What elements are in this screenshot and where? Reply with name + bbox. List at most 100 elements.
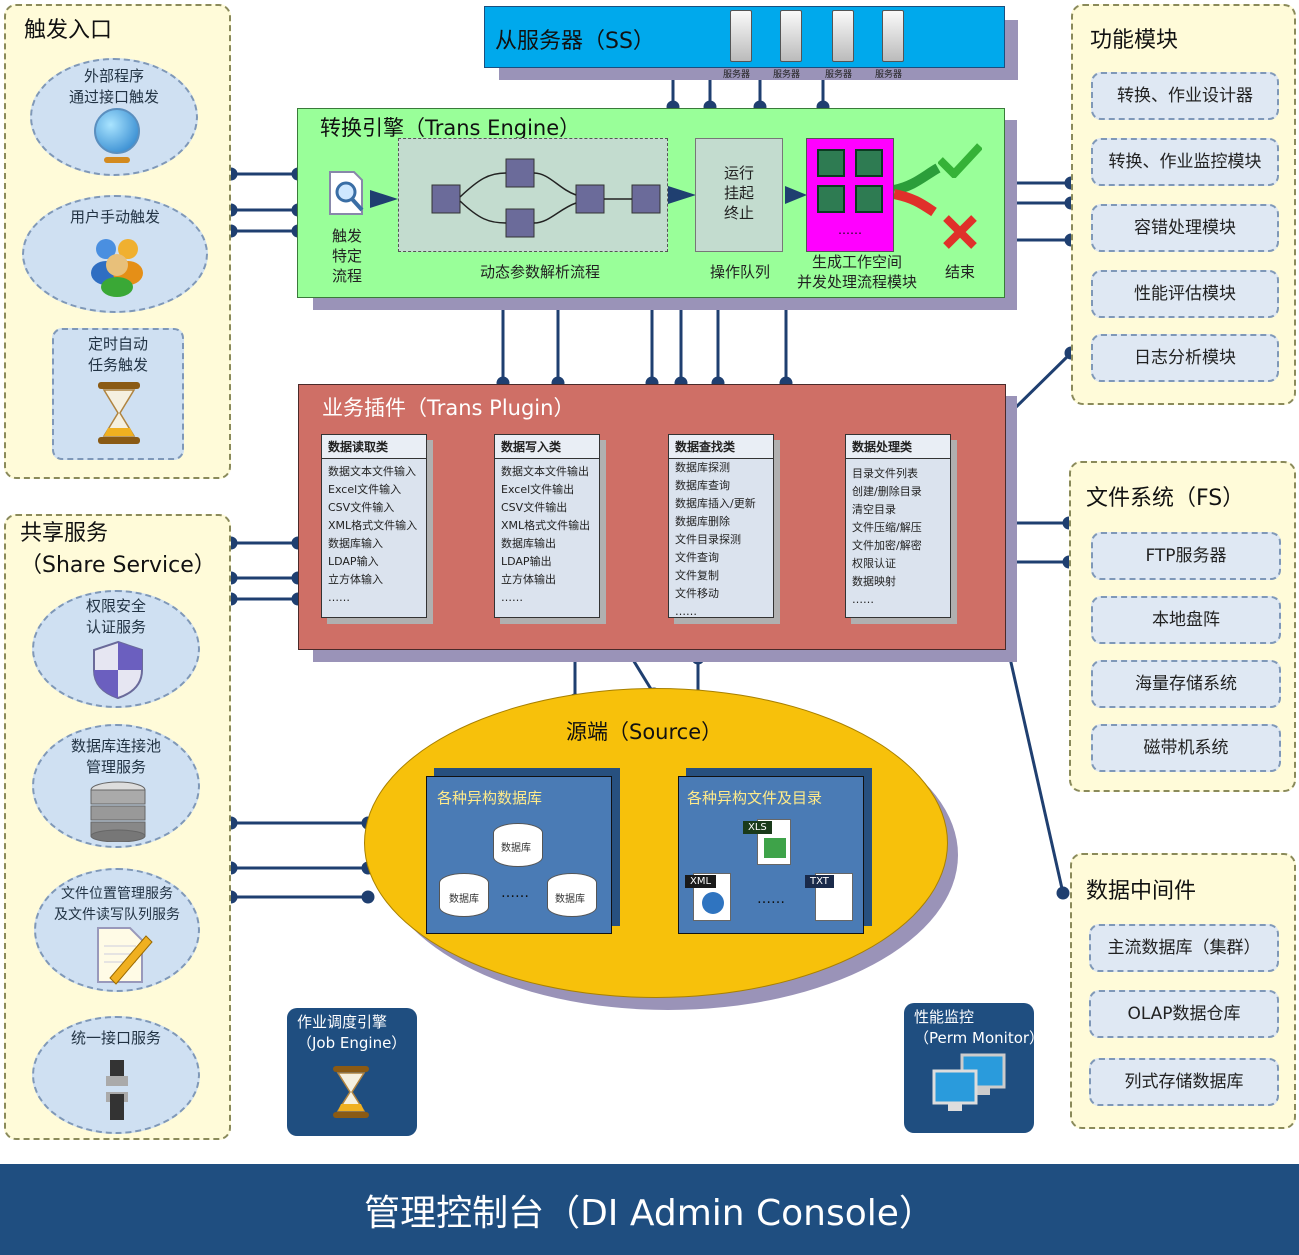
workspace-dots: ……	[838, 223, 862, 237]
func-module-item[interactable]: 转换、作业监控模块	[1091, 138, 1279, 186]
plugin-card-read[interactable]: 数据读取类 数据文本文件输入 Excel文件输入 CSV文件输入 XML格式文件…	[321, 434, 427, 618]
engine-title: 转换引擎（Trans Engine）	[320, 116, 581, 140]
interface-service-cloud[interactable]: 统一接口服务	[32, 1016, 200, 1134]
plugin-item: 文件目录探测	[675, 533, 741, 546]
file-service-label: 文件位置管理服务 及文件读写队列服务	[54, 886, 180, 923]
trigger-flow-label: 触发 特定 流程	[331, 227, 362, 285]
magnifier-doc-icon	[329, 171, 364, 215]
plugin-item: 目录文件列表	[852, 467, 918, 480]
hourglass-icon	[333, 1066, 369, 1118]
manual-trigger-label: 用户手动触发	[69, 208, 160, 226]
source-title: 源端（Source）	[566, 720, 723, 744]
fs-item[interactable]: 磁带机系统	[1091, 724, 1281, 772]
xls-tag: XLS	[743, 821, 772, 834]
database-icon	[493, 823, 543, 867]
dbpool-service-cloud[interactable]: 数据库连接池 管理服务	[32, 724, 200, 848]
file-dots: ……	[757, 891, 785, 907]
middleware-item[interactable]: 列式存储数据库	[1089, 1058, 1279, 1106]
func-module-item[interactable]: 日志分析模块	[1091, 334, 1279, 382]
fs-item[interactable]: FTP服务器	[1091, 532, 1281, 580]
check-icon	[938, 143, 982, 178]
arrow-icon	[668, 186, 696, 204]
server-label: 服务器	[825, 70, 853, 80]
func-module-item[interactable]: 容错处理模块	[1091, 204, 1279, 252]
job-engine-box[interactable]: 作业调度引擎 （Job Engine）	[287, 1008, 417, 1136]
auth-service-label: 权限安全 认证服务	[85, 597, 146, 636]
plugin-item: 数据文本文件输出	[501, 465, 589, 478]
db-label: 数据库	[555, 894, 585, 905]
external-trigger-cloud[interactable]: 外部程序 通过接口触发	[30, 58, 198, 176]
plugin-item: 文件复制	[675, 569, 719, 582]
plug-icon	[106, 1060, 128, 1120]
manual-trigger-cloud[interactable]: 用户手动触发	[22, 195, 208, 313]
globe-stand-icon	[104, 157, 130, 163]
fs-item[interactable]: 海量存储系统	[1091, 660, 1281, 708]
hourglass-icon	[98, 382, 140, 444]
share-title: 共享服务 （Share Service）	[20, 521, 216, 578]
auth-service-cloud[interactable]: 权限安全 认证服务	[32, 590, 200, 708]
play-icon	[855, 149, 883, 177]
param-flow-box	[398, 138, 668, 252]
play-icon	[817, 149, 845, 177]
perf-monitor-box[interactable]: 性能监控 （Perm Monitor）	[904, 1003, 1044, 1133]
plugin-item: CSV文件输出	[501, 501, 568, 514]
timer-trigger-label: 定时自动 任务触发	[87, 335, 148, 374]
play-icon	[855, 185, 883, 213]
timer-trigger-box[interactable]: 定时自动 任务触发	[52, 328, 184, 460]
workspace-box: ……	[806, 138, 894, 252]
computers-icon	[932, 1053, 1006, 1111]
plugin-card-header: 数据读取类	[322, 435, 426, 459]
func-module-item[interactable]: 性能评估模块	[1091, 270, 1279, 318]
plugin-card-lookup[interactable]: 数据查找类 数据库探测 数据库查询 数据库插入/更新 数据库删除 文件目录探测 …	[668, 434, 774, 618]
file-service-cloud[interactable]: 文件位置管理服务 及文件读写队列服务	[34, 868, 200, 992]
ops-box[interactable]: 运行 挂起 终止	[695, 138, 783, 252]
fs-item[interactable]: 本地盘阵	[1091, 596, 1281, 644]
plugin-item: 数据库输出	[501, 537, 556, 550]
func-module-item[interactable]: 转换、作业设计器	[1091, 72, 1279, 120]
workspace-label: 生成工作空间 并发处理流程模块	[796, 253, 917, 291]
arrow-icon	[785, 186, 807, 204]
file-group[interactable]: 各种异构文件及目录 XLS XML …… TXT	[678, 776, 864, 934]
middleware-item[interactable]: 主流数据库（集群）	[1089, 924, 1279, 972]
middleware-item[interactable]: OLAP数据仓库	[1089, 990, 1279, 1038]
func-title: 功能模块	[1090, 28, 1179, 53]
xml-tag: XML	[685, 875, 717, 888]
dbpool-service-label: 数据库连接池 管理服务	[70, 737, 161, 776]
plugin-item: 数据库探测	[675, 461, 730, 474]
plugin-item: LDAP输入	[328, 555, 379, 568]
plugin-item: 文件移动	[675, 587, 719, 600]
plugin-item: 权限认证	[852, 557, 896, 570]
play-icon	[817, 185, 845, 213]
document-pencil-icon	[97, 927, 153, 985]
database-icon	[547, 873, 597, 917]
trigger-title: 触发入口	[24, 18, 113, 43]
admin-console-title: 管理控制台（DI Admin Console）	[364, 1193, 935, 1234]
file-group-title: 各种异构文件及目录	[687, 789, 823, 807]
plugin-title: 业务插件（Trans Plugin）	[322, 396, 575, 420]
plugin-card-write[interactable]: 数据写入类 数据文本文件输出 Excel文件输出 CSV文件输出 XML格式文件…	[494, 434, 600, 618]
plugin-item: LDAP输出	[501, 555, 552, 568]
plugin-item: 文件加密/解密	[852, 539, 922, 552]
external-trigger-label: 外部程序 通过接口触发	[68, 67, 159, 106]
plugin-item: 创建/删除目录	[852, 485, 922, 498]
ss-title: 从服务器（SS）	[495, 29, 655, 54]
plugin-item: 清空目录	[852, 503, 896, 516]
plugin-card-header: 数据查找类	[669, 435, 773, 459]
server-label: 服务器	[773, 70, 801, 80]
db-dots: ……	[501, 885, 529, 901]
plugin-item: CSV文件输入	[328, 501, 395, 514]
plugin-card-process[interactable]: 数据处理类 目录文件列表 创建/删除目录 清空目录 文件压缩/解压 文件加密/解…	[845, 434, 951, 618]
plugin-item: 立方体输入	[328, 573, 383, 586]
plugin-item: XML格式文件输出	[501, 519, 591, 532]
db-group[interactable]: 各种异构数据库 数据库 数据库 数据库 ……	[426, 776, 612, 934]
plugin-item: 数据库插入/更新	[675, 497, 756, 510]
users-icon	[91, 239, 143, 297]
plugin-item: ……	[852, 593, 874, 606]
param-flow-label: 动态参数解析流程	[479, 263, 600, 281]
db-label: 数据库	[449, 894, 479, 905]
ops-text: 运行 挂起 终止	[723, 164, 754, 222]
admin-console-bar[interactable]: 管理控制台（DI Admin Console）	[0, 1164, 1299, 1255]
perf-monitor-title: 性能监控 （Perm Monitor）	[914, 1008, 1045, 1047]
plugin-item: 数据文本文件输入	[328, 465, 416, 478]
flow-graph	[431, 158, 661, 238]
